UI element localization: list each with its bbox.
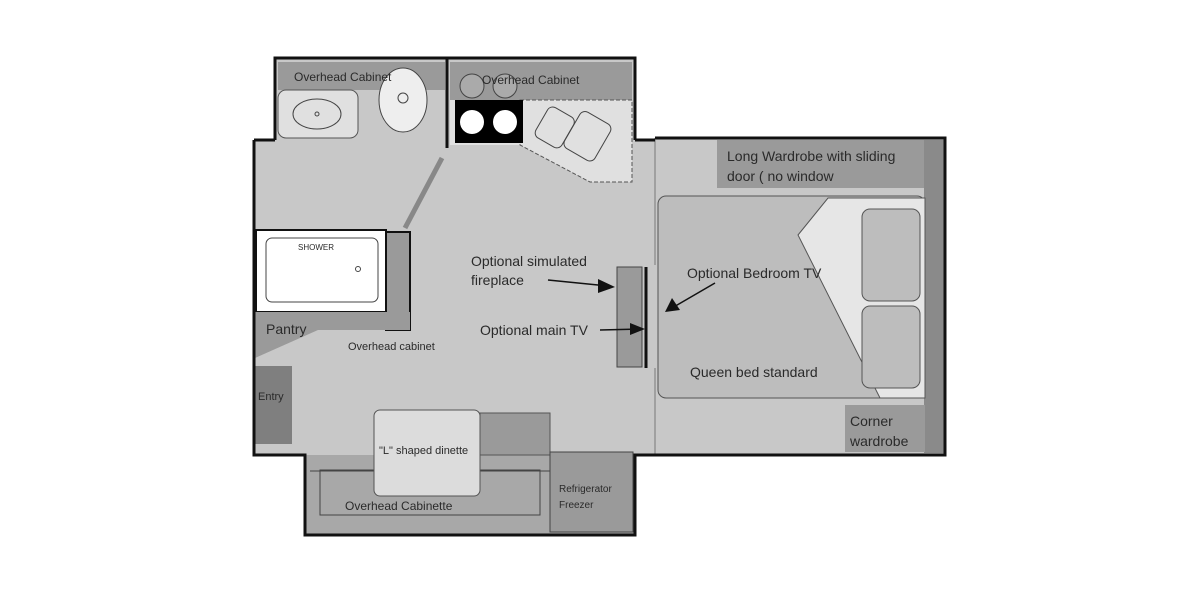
entry-step	[254, 366, 292, 444]
burner-icon	[460, 110, 484, 134]
fireplace	[616, 266, 643, 368]
burner-icon	[459, 73, 485, 99]
shower-drain-icon	[355, 266, 361, 272]
label-refrigerator: Refrigerator	[559, 484, 612, 495]
bath-door	[402, 156, 445, 230]
kitchen-sink-basin	[563, 111, 612, 162]
burner-icon	[492, 73, 518, 99]
burner-icon	[493, 110, 517, 134]
shower-tub	[265, 237, 379, 303]
corner-wardrobe	[845, 405, 925, 452]
arrowhead-icon	[598, 279, 615, 293]
sink-drain-icon	[314, 111, 320, 117]
pantry	[255, 312, 410, 358]
arrow-bedroom-tv	[671, 282, 716, 309]
exterior-wall	[252, 56, 947, 537]
label-fireplace: fireplace	[471, 272, 524, 288]
refrigerator	[549, 451, 634, 533]
toilet-bowl-icon	[397, 92, 409, 104]
pillow	[861, 208, 921, 302]
label-dinette: "L" shaped dinette	[379, 445, 468, 457]
label-bedroom-tv: Optional Bedroom TV	[687, 265, 822, 281]
label-corner-wardrobe: Corner	[850, 413, 893, 429]
label-overhead-cabinet: Overhead cabinet	[348, 341, 435, 353]
label-overhead-cabinette: Overhead Cabinette	[345, 499, 453, 513]
toilet	[378, 67, 428, 133]
label-entry: Entry	[258, 391, 284, 403]
pillow	[861, 305, 921, 389]
label-wardrobe: door ( no window	[727, 168, 835, 184]
arrowhead-icon	[665, 298, 680, 312]
label-shower: SHOWER	[298, 243, 334, 252]
label-pantry: Pantry	[266, 321, 306, 337]
long-wardrobe	[717, 140, 924, 188]
label-kitchen-overhead: Overhead Cabinet	[482, 73, 580, 87]
arrowhead-icon	[630, 323, 645, 335]
dinette-table	[373, 409, 481, 497]
kitchen-counter-angled	[519, 99, 633, 183]
dinette-bench	[479, 412, 551, 456]
label-corner-wardrobe: wardrobe	[849, 433, 909, 449]
label-queen-bed: Queen bed standard	[690, 364, 818, 380]
right-wall-cabinet	[924, 140, 944, 453]
label-fireplace: Optional simulated	[471, 253, 587, 269]
bath-sink-counter	[277, 89, 359, 139]
label-wardrobe: Long Wardrobe with sliding	[727, 148, 895, 164]
label-bath-overhead: Overhead Cabinet	[294, 70, 392, 84]
label-main-tv: Optional main TV	[480, 322, 589, 338]
label-freezer: Freezer	[559, 500, 594, 511]
bath-sink	[292, 98, 342, 130]
